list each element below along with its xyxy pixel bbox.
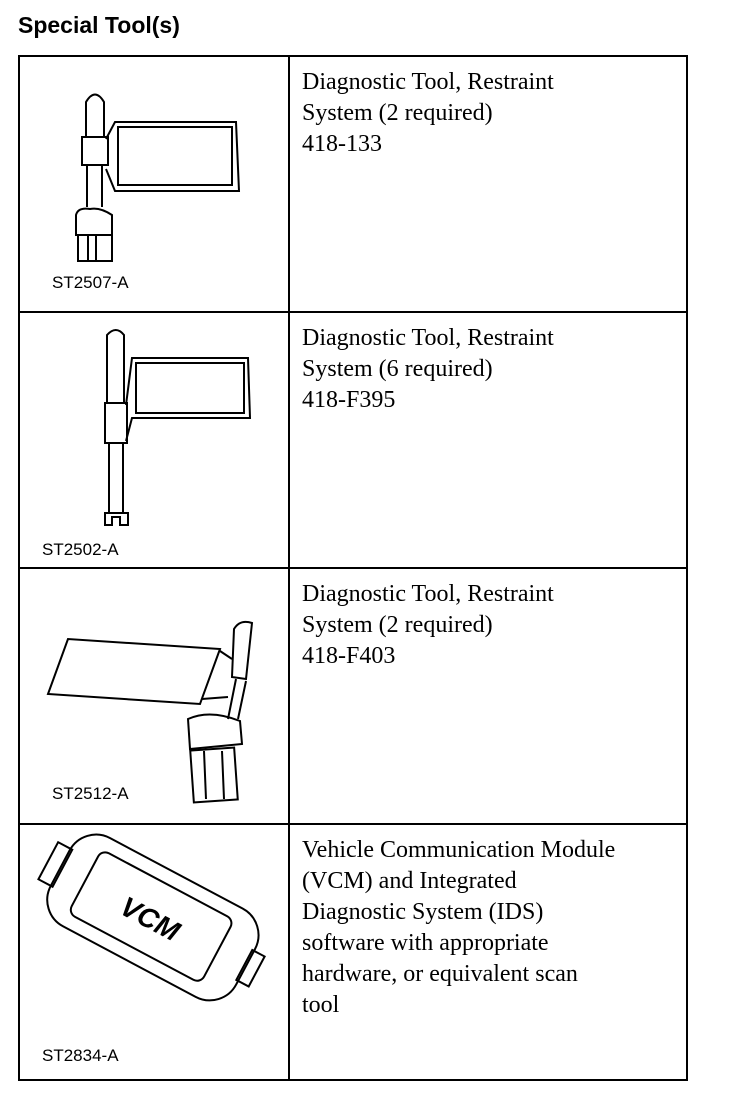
tool-row: VCM ST2834-A Vehicle Communication Modul… <box>20 825 686 1081</box>
description-line: Diagnostic Tool, Restraint <box>302 69 554 95</box>
tool-illustration: ST2502-A <box>20 313 290 567</box>
tool-description: Diagnostic Tool, Restraint System (2 req… <box>290 569 686 823</box>
special-tools-table: ST2507-A Diagnostic Tool, Restraint Syst… <box>18 55 688 1081</box>
description-line: (VCM) and Integrated <box>302 868 517 894</box>
tool-row: ST2512-A Diagnostic Tool, Restraint Syst… <box>20 569 686 825</box>
tool-illustration: VCM ST2834-A <box>20 825 290 1079</box>
tool-row: ST2502-A Diagnostic Tool, Restraint Syst… <box>20 313 686 569</box>
tool-number: 418-F395 <box>302 387 396 413</box>
tool-description: Vehicle Communication Module (VCM) and I… <box>290 825 686 1079</box>
tool-illustration: ST2507-A <box>20 57 290 311</box>
description-line: Diagnostic Tool, Restraint <box>302 325 554 351</box>
description-line: Diagnostic System (IDS) <box>302 899 544 925</box>
description-line: System (6 required) <box>302 356 493 382</box>
figure-number: ST2834-A <box>42 1046 119 1065</box>
tool-row: ST2507-A Diagnostic Tool, Restraint Syst… <box>20 57 686 313</box>
description-line: tool <box>302 992 340 1018</box>
figure-number: ST2502-A <box>42 540 119 559</box>
restraint-diagnostic-tool-418-133-image <box>75 93 241 262</box>
restraint-diagnostic-tool-418-F395-image <box>104 329 252 526</box>
tool-number: 418-F403 <box>302 643 396 669</box>
figure-number: ST2512-A <box>52 784 129 803</box>
tool-number: 418-133 <box>302 131 382 157</box>
description-line: software with appropriate <box>302 930 549 956</box>
vcm-label: VCM <box>115 890 185 947</box>
tool-description: Diagnostic Tool, Restraint System (2 req… <box>290 57 686 311</box>
tool-illustration: ST2512-A <box>20 569 290 823</box>
tool-description: Diagnostic Tool, Restraint System (6 req… <box>290 313 686 567</box>
description-line: Vehicle Communication Module <box>302 837 616 863</box>
vcm-module-image: VCM <box>37 833 266 1002</box>
restraint-diagnostic-tool-418-F403-image <box>46 620 254 804</box>
figure-number: ST2507-A <box>52 273 129 292</box>
description-line: Diagnostic Tool, Restraint <box>302 581 554 607</box>
description-line: System (2 required) <box>302 612 493 638</box>
section-title: Special Tool(s) <box>18 12 180 38</box>
description-line: hardware, or equivalent scan <box>302 961 578 987</box>
description-line: System (2 required) <box>302 100 493 126</box>
